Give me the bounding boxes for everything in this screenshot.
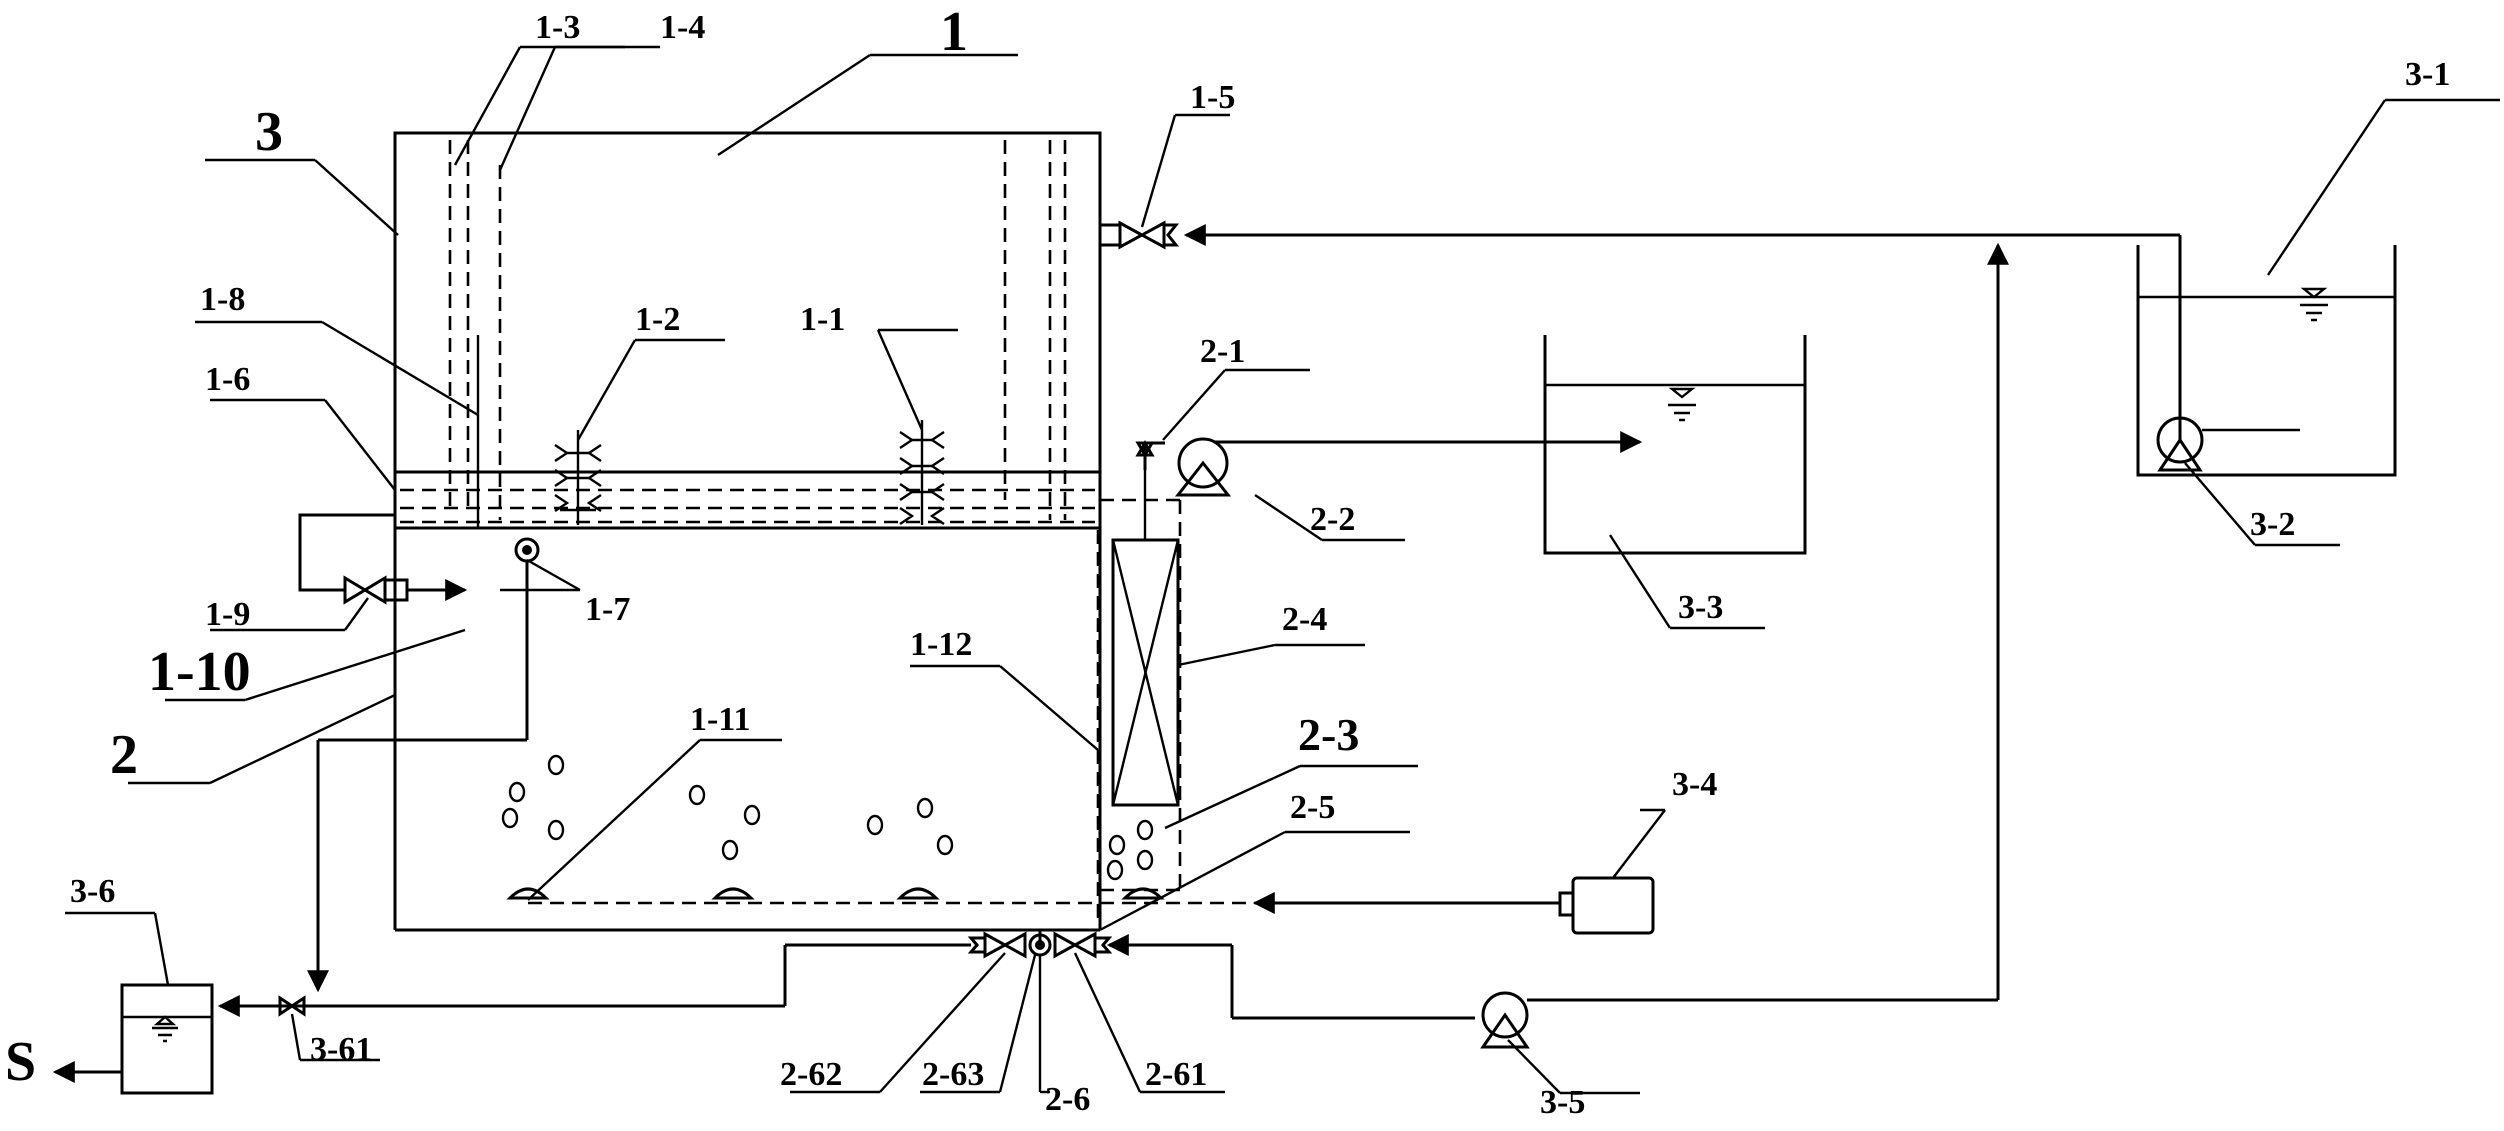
suction-pump (1135, 431, 1643, 497)
aerators (506, 887, 1255, 905)
label-3-1: 3-1 (2405, 56, 2450, 93)
label-2-62: 2-62 (780, 1056, 842, 1093)
membrane-module (1111, 470, 1180, 807)
nozzle-1-2 (554, 430, 602, 525)
label-2-63: 2-63 (922, 1056, 984, 1093)
label-2-4: 2-4 (1282, 601, 1327, 638)
label-1: 1 (940, 1, 968, 63)
label-s: S (5, 1031, 36, 1093)
label-1-8: 1-8 (200, 281, 245, 318)
label-1-1: 1-1 (800, 301, 845, 338)
inlet-line (1098, 220, 2182, 1000)
label-1-10: 1-10 (148, 641, 251, 703)
label-3-4: 3-4 (1672, 766, 1717, 803)
label-1-11: 1-11 (690, 701, 750, 738)
label-2-1: 2-1 (1200, 333, 1245, 370)
sensor-1-7 (307, 537, 540, 993)
label-3-3: 3-3 (1678, 589, 1723, 626)
label-3-6: 3-6 (70, 873, 115, 910)
upper-tank-internals (400, 140, 1095, 528)
label-1-3: 1-3 (535, 9, 580, 46)
label-2-2: 2-2 (1310, 501, 1355, 538)
label-2-6: 2-6 (1045, 1081, 1090, 1118)
label-3-5: 3-5 (1540, 1084, 1585, 1121)
blower (1252, 876, 1655, 935)
lower-tank (393, 498, 1182, 932)
air-bubbles (501, 754, 1154, 881)
bottom-valves (217, 930, 1475, 1020)
label-3: 3 (255, 101, 283, 163)
label-1-12: 1-12 (910, 626, 972, 663)
label-2-5: 2-5 (1290, 789, 1335, 826)
label-1-7: 1-7 (585, 591, 630, 628)
sample-tank (52, 983, 306, 1095)
label-1-4: 1-4 (660, 9, 705, 46)
label-1-6: 1-6 (205, 361, 250, 398)
overflow-line (298, 513, 468, 605)
label-2-61: 2-61 (1145, 1056, 1207, 1093)
label-1-9: 1-9 (205, 596, 250, 633)
labels: 1 1-3 1-4 1-5 3-1 3 1-8 1-6 1-2 1-1 2-1 … (5, 1, 2450, 1121)
label-3-61: 3-61 (310, 1031, 372, 1068)
label-3-2: 3-2 (2250, 506, 2295, 543)
product-tank (1543, 335, 1807, 555)
leader-lines (65, 45, 2500, 1095)
pump-3-5 (1480, 991, 1998, 1049)
nozzle-1-1 (899, 420, 945, 525)
label-2-3: 2-3 (1298, 709, 1359, 760)
label-2: 2 (110, 724, 138, 786)
label-1-5: 1-5 (1190, 79, 1235, 116)
label-1-2: 1-2 (635, 301, 680, 338)
feed-tank (2136, 245, 2397, 477)
upper-tank (393, 131, 1102, 530)
